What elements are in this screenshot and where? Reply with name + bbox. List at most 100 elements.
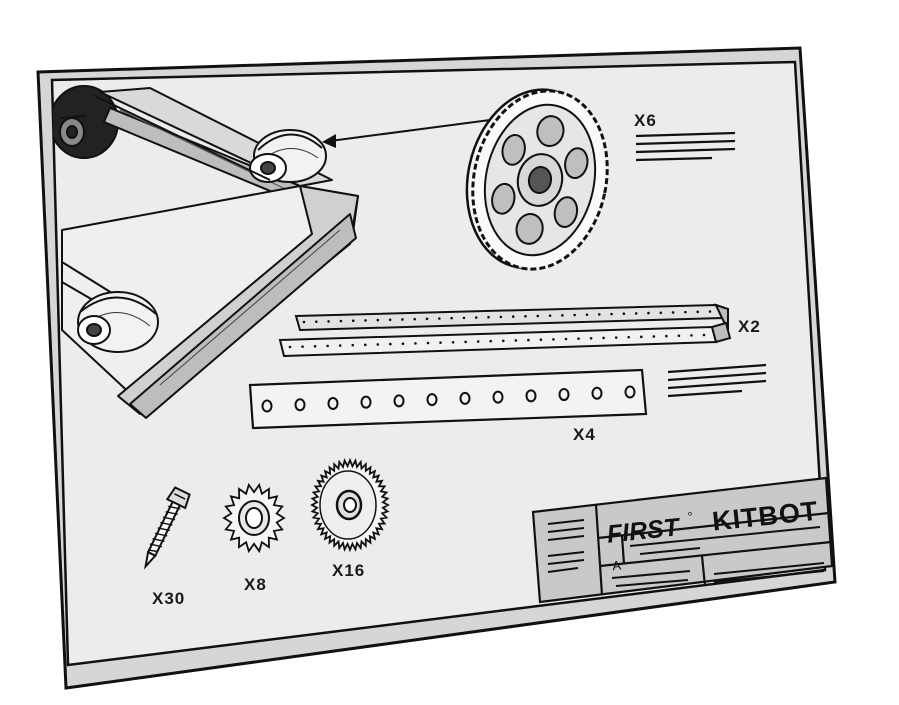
- channel-hole: [536, 314, 540, 318]
- short-channel-parts: [278, 303, 732, 358]
- channel-hole: [351, 343, 355, 347]
- channel-hole: [338, 344, 342, 347]
- channel-hole: [363, 343, 367, 347]
- channel-hole: [696, 310, 699, 314]
- channel-hole: [652, 335, 656, 338]
- channel-hole: [501, 339, 505, 343]
- plate-hole: [492, 390, 504, 404]
- channel-hole: [476, 340, 480, 343]
- plate-spec-lines: [667, 363, 767, 398]
- channel-hole: [602, 336, 605, 340]
- channel-hole: [561, 314, 564, 317]
- channel-hole: [376, 343, 380, 346]
- channel-hole: [597, 313, 601, 316]
- channel-hole: [451, 340, 455, 344]
- channel-hole: [627, 335, 631, 339]
- channel-hole: [426, 341, 430, 345]
- channel-hole: [634, 312, 638, 315]
- screw-quantity: X30: [152, 589, 185, 608]
- channel-hole: [573, 313, 576, 317]
- channel-hole: [301, 345, 304, 348]
- channel-hole: [364, 319, 367, 322]
- plate-hole: [591, 386, 603, 400]
- channel-hole: [388, 318, 392, 322]
- plate-hole: [525, 389, 537, 403]
- channel-hole: [489, 339, 493, 343]
- channel-hole: [499, 315, 503, 319]
- channel-hole: [684, 310, 687, 314]
- channel-hole: [610, 312, 613, 316]
- channel-hole: [552, 338, 555, 341]
- channel-hole: [425, 317, 429, 321]
- plate-hole: [426, 393, 438, 407]
- channel-hole: [511, 315, 515, 318]
- channel-hole: [339, 319, 343, 323]
- channel-hole: [315, 320, 318, 323]
- channel-hole: [527, 338, 530, 342]
- plate-hole: [294, 398, 306, 412]
- channel-hole: [665, 334, 668, 338]
- channel-hole: [313, 344, 317, 348]
- channel-hole: [577, 337, 580, 340]
- robot-chassis-drawing: [52, 85, 359, 419]
- channel-quantity: X2: [738, 317, 761, 336]
- channel-hole: [288, 345, 292, 349]
- channel-hole: [326, 344, 329, 348]
- channel-hole: [462, 316, 466, 320]
- channel-hole: [302, 320, 306, 324]
- wheel-quantity: X6: [634, 111, 657, 130]
- wheel-spec-lines: [635, 131, 736, 162]
- large-sprocket-part: [310, 457, 390, 553]
- channel-hole: [564, 337, 568, 341]
- channel-hole: [351, 319, 355, 323]
- channel-hole: [376, 318, 380, 322]
- channel-hole: [401, 342, 405, 346]
- channel-hole: [671, 311, 675, 314]
- small-sprocket-quantity: X8: [244, 575, 267, 594]
- plate-quantity: X4: [573, 425, 596, 444]
- channel-hole: [589, 336, 593, 340]
- channel-hole: [474, 316, 478, 319]
- channel-hole: [585, 313, 589, 316]
- channel-hole: [639, 335, 643, 339]
- channel-hole: [539, 338, 543, 342]
- channel-hole: [464, 340, 467, 344]
- small-sprocket-part: [222, 482, 286, 554]
- channel-hole: [659, 311, 663, 315]
- plate-hole: [360, 395, 372, 409]
- chassis-front-wheel: [249, 129, 327, 183]
- plate-hole: [624, 385, 636, 399]
- channel-hole: [438, 317, 441, 320]
- screw-part: [143, 486, 191, 570]
- channel-hole: [413, 317, 417, 321]
- long-plate-part: [248, 368, 648, 430]
- wheel-part: [465, 88, 609, 271]
- channel-hole: [614, 336, 618, 339]
- revision-letter: A: [612, 558, 623, 574]
- plate-hole: [393, 394, 405, 408]
- large-sprocket-quantity: X16: [332, 561, 365, 580]
- channel-hole: [487, 315, 490, 319]
- channel-hole: [677, 334, 681, 338]
- channel-hole: [414, 342, 417, 345]
- channel-hole: [622, 312, 626, 316]
- assembly-arrow: [322, 119, 491, 148]
- channel-hole: [450, 316, 453, 320]
- chassis-rear-wheel: [77, 291, 159, 353]
- channel-hole: [548, 314, 552, 317]
- channel-hole: [647, 311, 650, 315]
- plate-hole: [327, 396, 339, 410]
- title-brand-mark: °: [687, 509, 694, 524]
- channel-hole: [327, 320, 330, 323]
- plate-hole: [459, 391, 471, 405]
- channel-hole: [708, 310, 712, 313]
- title-block: [531, 476, 834, 604]
- channel-hole: [389, 342, 392, 346]
- plate-hole: [558, 388, 570, 402]
- channel-hole: [401, 318, 404, 321]
- channel-hole: [524, 314, 527, 318]
- plate-hole: [261, 399, 273, 413]
- channel-hole: [514, 339, 518, 342]
- channel-hole: [439, 341, 442, 344]
